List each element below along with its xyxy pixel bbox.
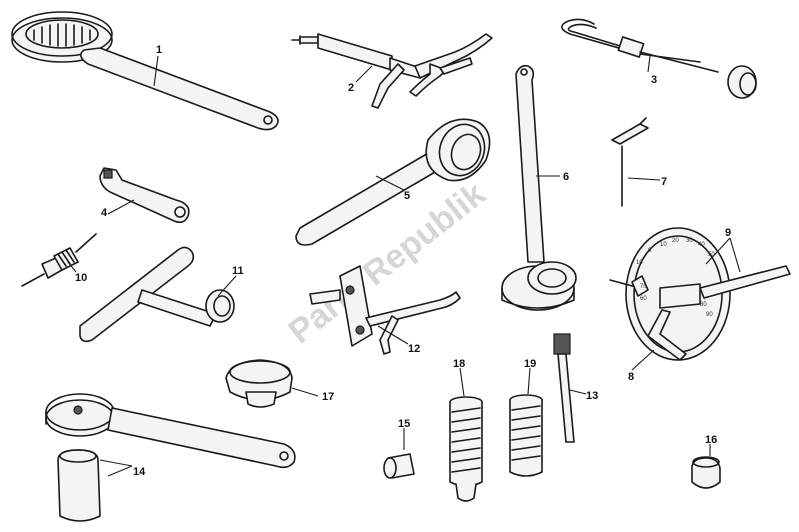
tool-12-bracket — [309, 265, 461, 355]
callout-15: 15 — [398, 418, 410, 430]
tool-19-sleeve — [509, 394, 543, 477]
callout-13: 13 — [586, 390, 598, 402]
callout-14: 14 — [133, 466, 146, 478]
tool-10-threaded-pin — [21, 233, 97, 287]
callout-6: 6 — [563, 171, 569, 183]
scale-label: 80 — [700, 302, 707, 308]
callout-4: 4 — [101, 207, 108, 219]
scale-label: 70 — [640, 284, 647, 290]
callout-17: 17 — [322, 391, 334, 403]
scale-label: 0 — [648, 248, 652, 254]
scale-label: 20 — [672, 238, 679, 244]
callout-16: 16 — [705, 434, 717, 446]
scale-label: 30 — [686, 238, 693, 244]
callout-3: 3 — [651, 74, 657, 86]
tool-13-long-pin — [553, 333, 575, 443]
scale-label: 90 — [706, 312, 713, 318]
tool-4-small-wrench — [99, 167, 190, 224]
callouts: 1 2 3 4 5 6 7 8 9 10 11 12 13 14 15 16 1… — [75, 44, 731, 478]
callout-11: 11 — [232, 265, 244, 277]
tool-1-ring-wrench — [11, 11, 279, 131]
callout-9: 9 — [725, 227, 731, 239]
tool-5-socket-wrench — [295, 118, 491, 246]
callout-18: 18 — [453, 358, 465, 370]
tool-11-t-bar — [79, 246, 235, 343]
callout-1: 1 — [156, 44, 162, 56]
scale-label: 60 — [640, 296, 647, 302]
callout-12: 12 — [408, 343, 420, 355]
tool-8-9-degree-wheel: 10 0 10 20 30 40 50 60 70 80 90 — [609, 227, 791, 361]
scale-label: 10 — [636, 260, 643, 266]
tool-7-bent-pin — [611, 117, 649, 207]
callout-10: 10 — [75, 272, 87, 284]
callout-2: 2 — [348, 82, 354, 94]
tool-15-plug — [383, 453, 415, 479]
callout-7: 7 — [661, 176, 667, 188]
tool-18-sleeve — [449, 396, 483, 502]
tool-2-puller — [291, 33, 493, 109]
tool-3-spring-tool — [561, 18, 757, 99]
scale-label: 50 — [708, 252, 715, 258]
tool-14-socket-spanner — [45, 393, 296, 522]
tool-6-l-bar-socket — [501, 64, 577, 311]
scale-label: 10 — [660, 242, 667, 248]
scale-label: 40 — [698, 242, 705, 248]
callout-8: 8 — [628, 371, 634, 383]
callout-19: 19 — [524, 358, 536, 370]
leader-lines — [67, 55, 741, 477]
callout-5: 5 — [404, 190, 410, 202]
tool-16-cap — [691, 456, 721, 489]
tool-17-ring-nut — [225, 359, 293, 408]
